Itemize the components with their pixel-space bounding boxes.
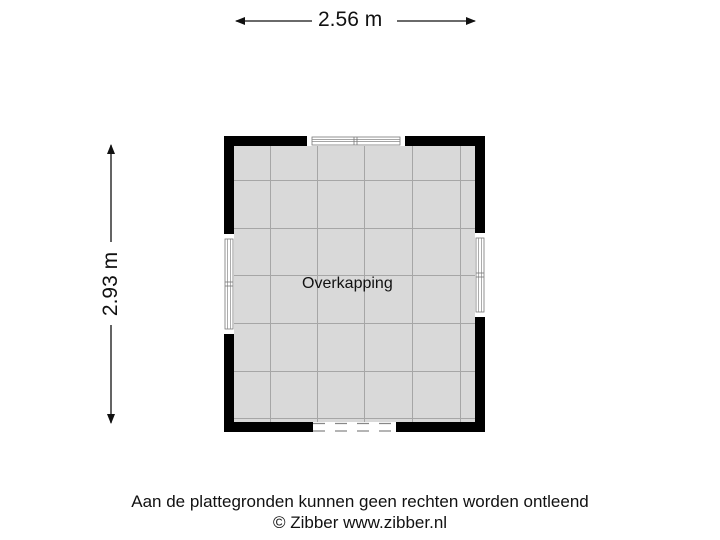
room-floor <box>234 146 475 422</box>
copyright-text: © Zibber www.zibber.nl <box>272 513 448 532</box>
window-left <box>224 234 234 334</box>
walls <box>224 136 485 432</box>
window-right <box>475 233 485 317</box>
disclaimer-text: Aan de plattegronden kunnen geen rechten… <box>131 492 589 511</box>
height-dimension-label: 2.93 m <box>99 247 123 321</box>
window-top <box>307 136 405 146</box>
width-dimension-label: 2.56 m <box>314 8 387 32</box>
floor-tile-grid <box>234 146 475 422</box>
doorway-bottom <box>313 422 396 432</box>
room-label-overkapping: Overkapping <box>302 275 393 292</box>
